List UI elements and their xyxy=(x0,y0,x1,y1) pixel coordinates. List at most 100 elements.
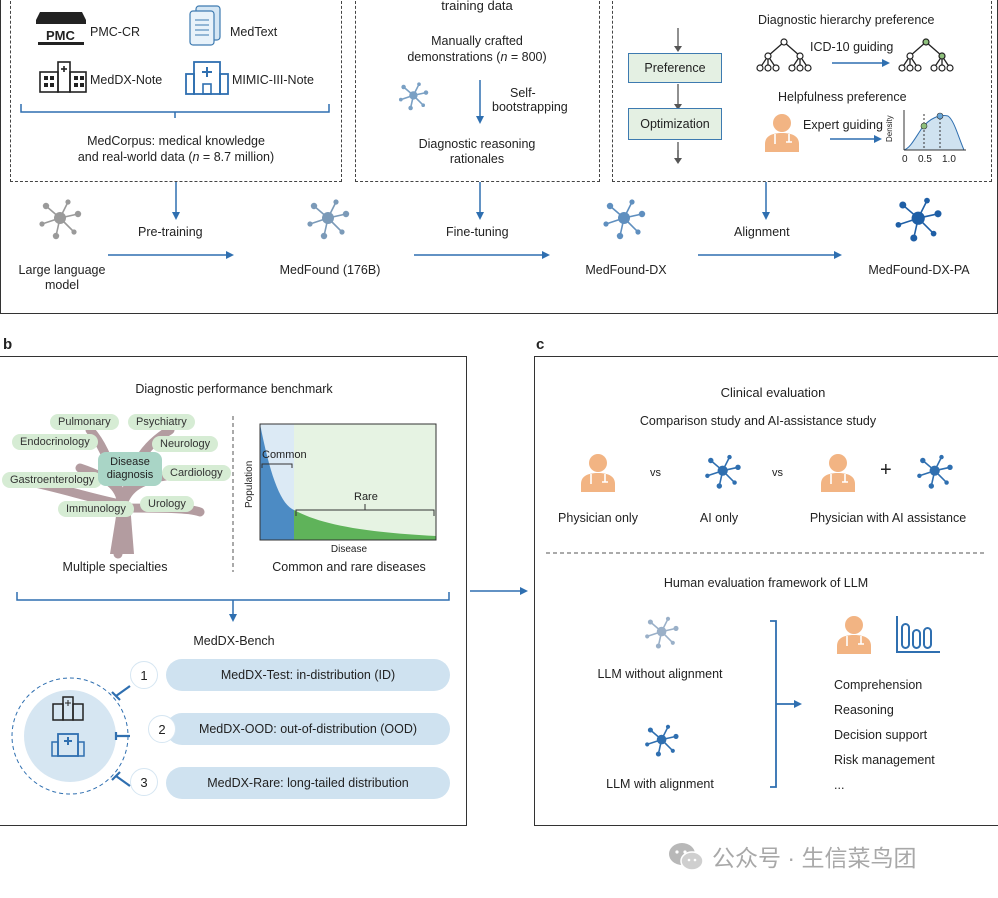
tick-05: 0.5 xyxy=(918,154,932,165)
llm-without-icon xyxy=(645,616,679,649)
common-rare-plot xyxy=(259,423,437,541)
optimization-box: Optimization xyxy=(628,108,722,140)
llm-network-icon xyxy=(39,199,82,240)
benchmark-bracket xyxy=(16,592,450,622)
llm-label-2: model xyxy=(44,278,80,292)
watermark-text: 公众号 · 生信菜鸟团 xyxy=(712,845,917,871)
right-arrow xyxy=(830,135,882,143)
llm-with-label: LLM with alignment xyxy=(606,777,714,791)
hospital-icon xyxy=(185,61,229,95)
bench-item-1: MedDX-Test: in-distribution (ID) xyxy=(166,659,450,691)
corpus-size: and real-world data (n = 8.7 million) xyxy=(77,150,275,164)
down-arrow xyxy=(172,182,180,220)
document-icon xyxy=(189,5,221,46)
specialty-neurology: Neurology xyxy=(152,436,219,452)
disease-axis-label: Disease xyxy=(330,544,368,555)
criterion-comprehension: Comprehension xyxy=(834,678,923,692)
disease-diagnosis-node: Disease diagnosis xyxy=(98,452,162,486)
tick-10: 1.0 xyxy=(942,154,956,165)
alignment-loop xyxy=(674,28,682,164)
right-arrow xyxy=(414,251,550,259)
bench-item-2: MedDX-OOD: out-of-distribution (OOD) xyxy=(166,713,450,745)
tick-0: 0 xyxy=(902,154,908,165)
panel-c-subtitle: Comparison study and AI-assistance study xyxy=(639,414,877,428)
vs-label-2: vs xyxy=(772,467,783,479)
physician-ai-label: Physician with AI assistance xyxy=(809,511,967,525)
panel-b-label: b xyxy=(3,336,13,353)
hospital-buildings-icon xyxy=(52,696,84,721)
criterion-decision-support: Decision support xyxy=(834,728,928,742)
rationale-1: Diagnostic reasoning xyxy=(418,137,536,151)
demo-line1: Manually crafted xyxy=(431,34,523,48)
panel-b-title: Diagnostic performance benchmark xyxy=(135,382,333,396)
icd-guiding-label: ICD-10 guiding xyxy=(810,40,894,54)
physician-icon xyxy=(821,454,855,492)
bench-circle xyxy=(11,677,131,795)
evaluator-icon xyxy=(837,616,871,654)
criterion-reasoning: Reasoning xyxy=(834,703,894,717)
ai-network-icon xyxy=(705,454,741,489)
alignment-label: Alignment xyxy=(734,225,790,239)
medfound-network-icon xyxy=(307,199,350,240)
plus-sign: + xyxy=(880,459,892,481)
down-arrow xyxy=(762,182,770,220)
rare-label: Rare xyxy=(354,491,378,503)
corpus-title: MedCorpus: medical knowledge xyxy=(87,134,265,148)
helpfulness-preference-label: Helpfulness preference xyxy=(778,90,907,104)
panel-c-title: Clinical evaluation xyxy=(720,385,826,400)
self-bootstrap-2: bootstrapping xyxy=(492,100,568,114)
multiple-specialties-label: Multiple specialties xyxy=(62,560,168,574)
right-arrow xyxy=(832,59,890,67)
bench-num-1: 1 xyxy=(130,661,158,689)
mimic-label: MIMIC-III-Note xyxy=(232,73,314,87)
density-axis-label: Density xyxy=(885,115,894,142)
medfound-dx-pa-label: MedFound-DX-PA xyxy=(868,263,970,277)
right-arrow xyxy=(470,587,528,595)
preference-box: Preference xyxy=(628,53,722,83)
medfound-label: MedFound (176B) xyxy=(279,263,381,277)
specialty-endocrinology: Endocrinology xyxy=(12,434,98,450)
alignment-box xyxy=(612,0,992,182)
criterion-more: ... xyxy=(834,778,845,792)
hospital-buildings-icon xyxy=(39,61,87,93)
llm-label-1: Large language xyxy=(18,263,106,277)
hierarchy-preference-label: Diagnostic hierarchy preference xyxy=(758,13,935,27)
medtext-label: MedText xyxy=(230,25,278,39)
expert-icon xyxy=(765,114,799,152)
framework-title: Human evaluation framework of LLM xyxy=(663,576,869,590)
panel-c-label: c xyxy=(536,336,545,353)
panel-c xyxy=(534,356,998,826)
training-data-box xyxy=(355,0,600,182)
pmc-logo-icon xyxy=(36,12,86,45)
demo-line2: demonstrations (n = 800) xyxy=(407,50,547,64)
training-data-title: training data xyxy=(441,0,513,13)
density-plot xyxy=(903,110,966,151)
specialty-gastroenterology: Gastroenterology xyxy=(2,472,103,488)
divider-dashed xyxy=(546,552,984,554)
pmc-logo-text: PMC xyxy=(46,28,75,43)
medfound-dx-label: MedFound-DX xyxy=(585,263,667,277)
medfound-dx-pa-network-icon xyxy=(895,197,942,242)
physician-icon xyxy=(581,454,615,492)
common-rare-label: Common and rare diseases xyxy=(272,560,426,574)
hierarchy-tree-left-icon xyxy=(756,38,812,72)
specialty-cardiology: Cardiology xyxy=(162,465,231,481)
right-arrow xyxy=(108,251,234,259)
ai-network-icon xyxy=(917,454,953,489)
medfound-dx-network-icon xyxy=(603,199,646,240)
corpus-bracket xyxy=(20,104,330,118)
framework-bracket xyxy=(770,620,802,788)
common-label: Common xyxy=(262,449,307,461)
bench-item-3: MedDX-Rare: long-tailed distribution xyxy=(166,767,450,799)
self-bootstrap-1: Self- xyxy=(510,86,536,100)
expert-guiding-label: Expert guiding xyxy=(803,118,883,132)
disease-diagnosis-line1: Disease xyxy=(110,456,150,468)
bar-chart-icon xyxy=(896,616,940,653)
rationale-2: rationales xyxy=(449,152,505,166)
specialty-immunology: Immunology xyxy=(58,501,134,517)
specialty-psychiatry: Psychiatry xyxy=(128,414,195,430)
down-arrow xyxy=(476,182,484,220)
vs-label-1: vs xyxy=(650,467,661,479)
disease-diagnosis-line2: diagnosis xyxy=(106,469,154,481)
bench-num-2: 2 xyxy=(148,715,176,743)
